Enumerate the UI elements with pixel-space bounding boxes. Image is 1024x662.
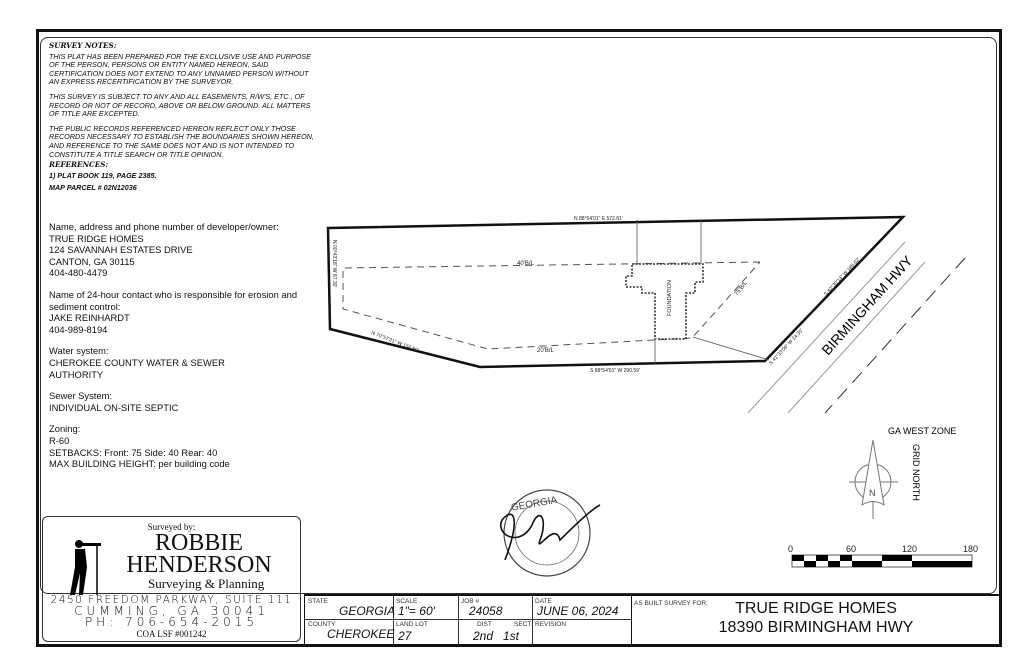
scale-value: 1"= 60' (398, 604, 435, 618)
dist-label: DIST (477, 621, 492, 628)
job-value: 24058 (469, 604, 503, 618)
county-value: CHEROKEE (327, 627, 395, 641)
contact-phone: 404-989-8194 (49, 323, 108, 335)
offset-lines (636, 219, 770, 364)
water-label: Water system: (49, 345, 109, 357)
surveyor-name-2: HENDERSON (126, 552, 272, 578)
north-line-label: N 88°54'01" E 572.81' (574, 216, 623, 222)
building-setback-line (342, 261, 761, 350)
road-lines (747, 241, 926, 414)
scale-bar (791, 554, 973, 568)
land-lot-label: LAND LOT (396, 621, 428, 628)
side-setback-label: 20'B/L (537, 348, 554, 354)
sect-label: SECT (514, 621, 532, 628)
surveyor-city: CUMMING, GA 30041 (74, 604, 269, 618)
surveyor-phone: PH: 706-654-2015 (84, 615, 259, 629)
contact-label: Name of 24-hour contact who is responsib… (49, 288, 298, 312)
date-value: JUNE 06, 2024 (537, 604, 619, 618)
note-3: THE PUBLIC RECORDS REFERENCED HEREON REF… (49, 123, 314, 159)
zoning-value: R-60 (49, 434, 70, 446)
sect-value: 1st (503, 629, 520, 643)
surveyor-tagline: Surveying & Planning (148, 576, 265, 591)
county-label: COUNTY (308, 621, 336, 628)
surveyor-logo-block: Surveyed by: ROBBIE HENDERSON Surveying … (42, 516, 301, 642)
drawing-panel (40, 37, 997, 594)
surveyor-name-1: ROBBIE (154, 530, 243, 556)
scale-tick-120: 120 (902, 544, 917, 554)
job-label: JOB # (461, 598, 480, 605)
signature (500, 504, 601, 561)
developer-label: Name, address and phone number of develo… (49, 221, 279, 232)
developer-name: TRUE RIDGE HOMES (49, 232, 144, 244)
as-built-label: AS BUILT SURVEY FOR: (634, 600, 708, 607)
surveyor-address: 2450 FREEDOM PARKWAY, SUITE 111 (50, 594, 293, 606)
state-label: STATE (308, 598, 328, 605)
foundation-outline (625, 263, 704, 340)
note-2: THIS SURVEY IS SUBJECT TO ANY AND ALL EA… (49, 91, 311, 119)
developer-city: CANTON, GA 30115 (49, 255, 135, 267)
road-centerline (824, 257, 966, 414)
zoning-label: Zoning: (49, 423, 81, 435)
property-address: 18390 BIRMINGHAM HWY (718, 619, 914, 636)
rear-setback-label: 40'B/L (517, 261, 534, 267)
surveyor-seal: GEORGIA (500, 489, 601, 577)
lot-boundary (326, 215, 906, 369)
date-label: DATE (535, 598, 552, 605)
developer-address: 124 SAVANNAH ESTATES DRIVE (49, 244, 193, 256)
sheet-border (36, 29, 1002, 647)
title-block: STATE GEORGIA SCALE 1"= 60' JOB # 24058 … (304, 594, 1000, 645)
sewer-label: Sewer System: (49, 390, 113, 402)
survey-notes: SURVEY NOTES: THIS PLAT HAS BEEN PREPARE… (49, 41, 314, 199)
project-info: Name, address and phone number of develo… (49, 221, 309, 480)
scale-tick-0: 0 (788, 544, 793, 554)
water-value: CHEROKEE COUNTY WATER & SEWER AUTHORITY (49, 356, 225, 380)
max-height: MAX BUILDING HEIGHT: per building code (49, 458, 230, 470)
surveyor-figure-icon (70, 540, 101, 595)
east-line-label: S 42°30'14" W 185.62' (823, 257, 861, 298)
client-name: TRUE RIDGE HOMES (735, 600, 897, 617)
scale-label: SCALE (396, 598, 418, 605)
north-arrow-icon (849, 439, 898, 519)
setbacks: SETBACKS: Front: 75 Side: 40 Rear: 40 (49, 446, 218, 458)
south-line-label: S 88°54'01" W 290.59' (590, 368, 640, 374)
svg-text:GEORGIA: GEORGIA (510, 495, 558, 514)
dist-value: 2nd (473, 629, 494, 643)
scale-tick-180: 180 (963, 544, 978, 554)
note-1: THIS PLAT HAS BEEN PREPARED FOR THE EXCL… (49, 51, 311, 87)
developer-phone: 404-480-4479 (49, 267, 108, 279)
north-arrow-n: N (869, 488, 876, 498)
reference-1: 1) PLAT BOOK 119, PAGE 2385. (49, 170, 157, 180)
map-parcel: MAP PARCEL # 02N12036 (49, 183, 137, 193)
west-line-label: N 00°43'18" W 87.30' (331, 240, 337, 287)
references-heading: REFERENCES: (49, 160, 109, 170)
surveyor-coa: COA LSF #001242 (136, 629, 207, 639)
sewer-value: INDIVIDUAL ON-SITE SEPTIC (49, 401, 179, 413)
scale-tick-60: 60 (846, 544, 856, 554)
surveyed-by: Surveyed by: (147, 522, 196, 532)
revision-label: REVISION (535, 621, 567, 628)
zone-label: GA WEST ZONE (888, 426, 956, 436)
foundation-label: FOUNDATION (667, 280, 673, 316)
contact-name: JAKE REINHARDT (49, 312, 130, 324)
road-name: BIRMINGHAM HWY (818, 252, 916, 358)
east-short-label: S 41°33'09" W 24.30' (768, 328, 805, 367)
survey-notes-heading: SURVEY NOTES: (49, 41, 117, 50)
grid-north-label: GRID NORTH (911, 444, 921, 501)
land-lot-value: 27 (398, 629, 412, 643)
state-value: GEORGIA (339, 604, 396, 618)
